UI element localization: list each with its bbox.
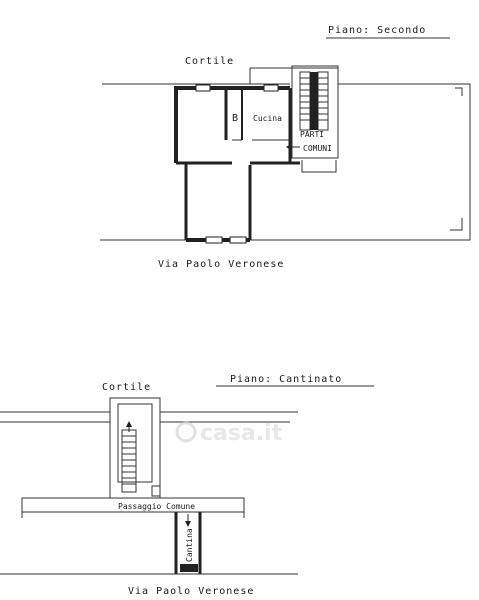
apartment-walls bbox=[174, 86, 300, 242]
windows bbox=[195, 84, 279, 244]
bathroom-label: B bbox=[232, 113, 239, 124]
lower-floor-title: Piano: Cantinato bbox=[230, 374, 342, 385]
kitchen-label: Cucina bbox=[253, 114, 282, 123]
watermark-text: casa.it bbox=[200, 421, 283, 446]
corner-mark bbox=[455, 87, 463, 96]
passage-label: Passaggio Comune bbox=[118, 502, 195, 511]
lower-courtyard-label: Cortile bbox=[102, 382, 151, 393]
lower-courtyard-boundary bbox=[0, 411, 298, 423]
common-passage bbox=[21, 497, 245, 518]
lower-stairwell bbox=[109, 397, 161, 499]
common-parts-label-line1: PARTI bbox=[300, 130, 324, 139]
cellar-room bbox=[174, 512, 202, 574]
entrance-arrow-icon bbox=[286, 144, 300, 150]
lower-street-label: Via Paolo Veronese bbox=[128, 586, 254, 597]
watermark: casa.it bbox=[175, 421, 283, 446]
cellar-label: Cantina bbox=[185, 528, 194, 562]
upper-street-label: Via Paolo Veronese bbox=[158, 259, 284, 270]
corner-mark bbox=[450, 218, 463, 231]
lower-floor-plan: Piano: Cantinato Cortile bbox=[0, 374, 374, 597]
upper-stairwell bbox=[291, 65, 339, 173]
cellar-entrance-arrow-icon bbox=[185, 514, 191, 527]
upper-courtyard-label: Cortile bbox=[185, 56, 234, 67]
building-outline bbox=[100, 68, 471, 241]
upper-floor-plan: Piano: Secondo Cortile bbox=[100, 25, 471, 270]
upper-floor-title: Piano: Secondo bbox=[328, 25, 426, 36]
common-parts-label-line2: COMUNI bbox=[303, 144, 332, 153]
